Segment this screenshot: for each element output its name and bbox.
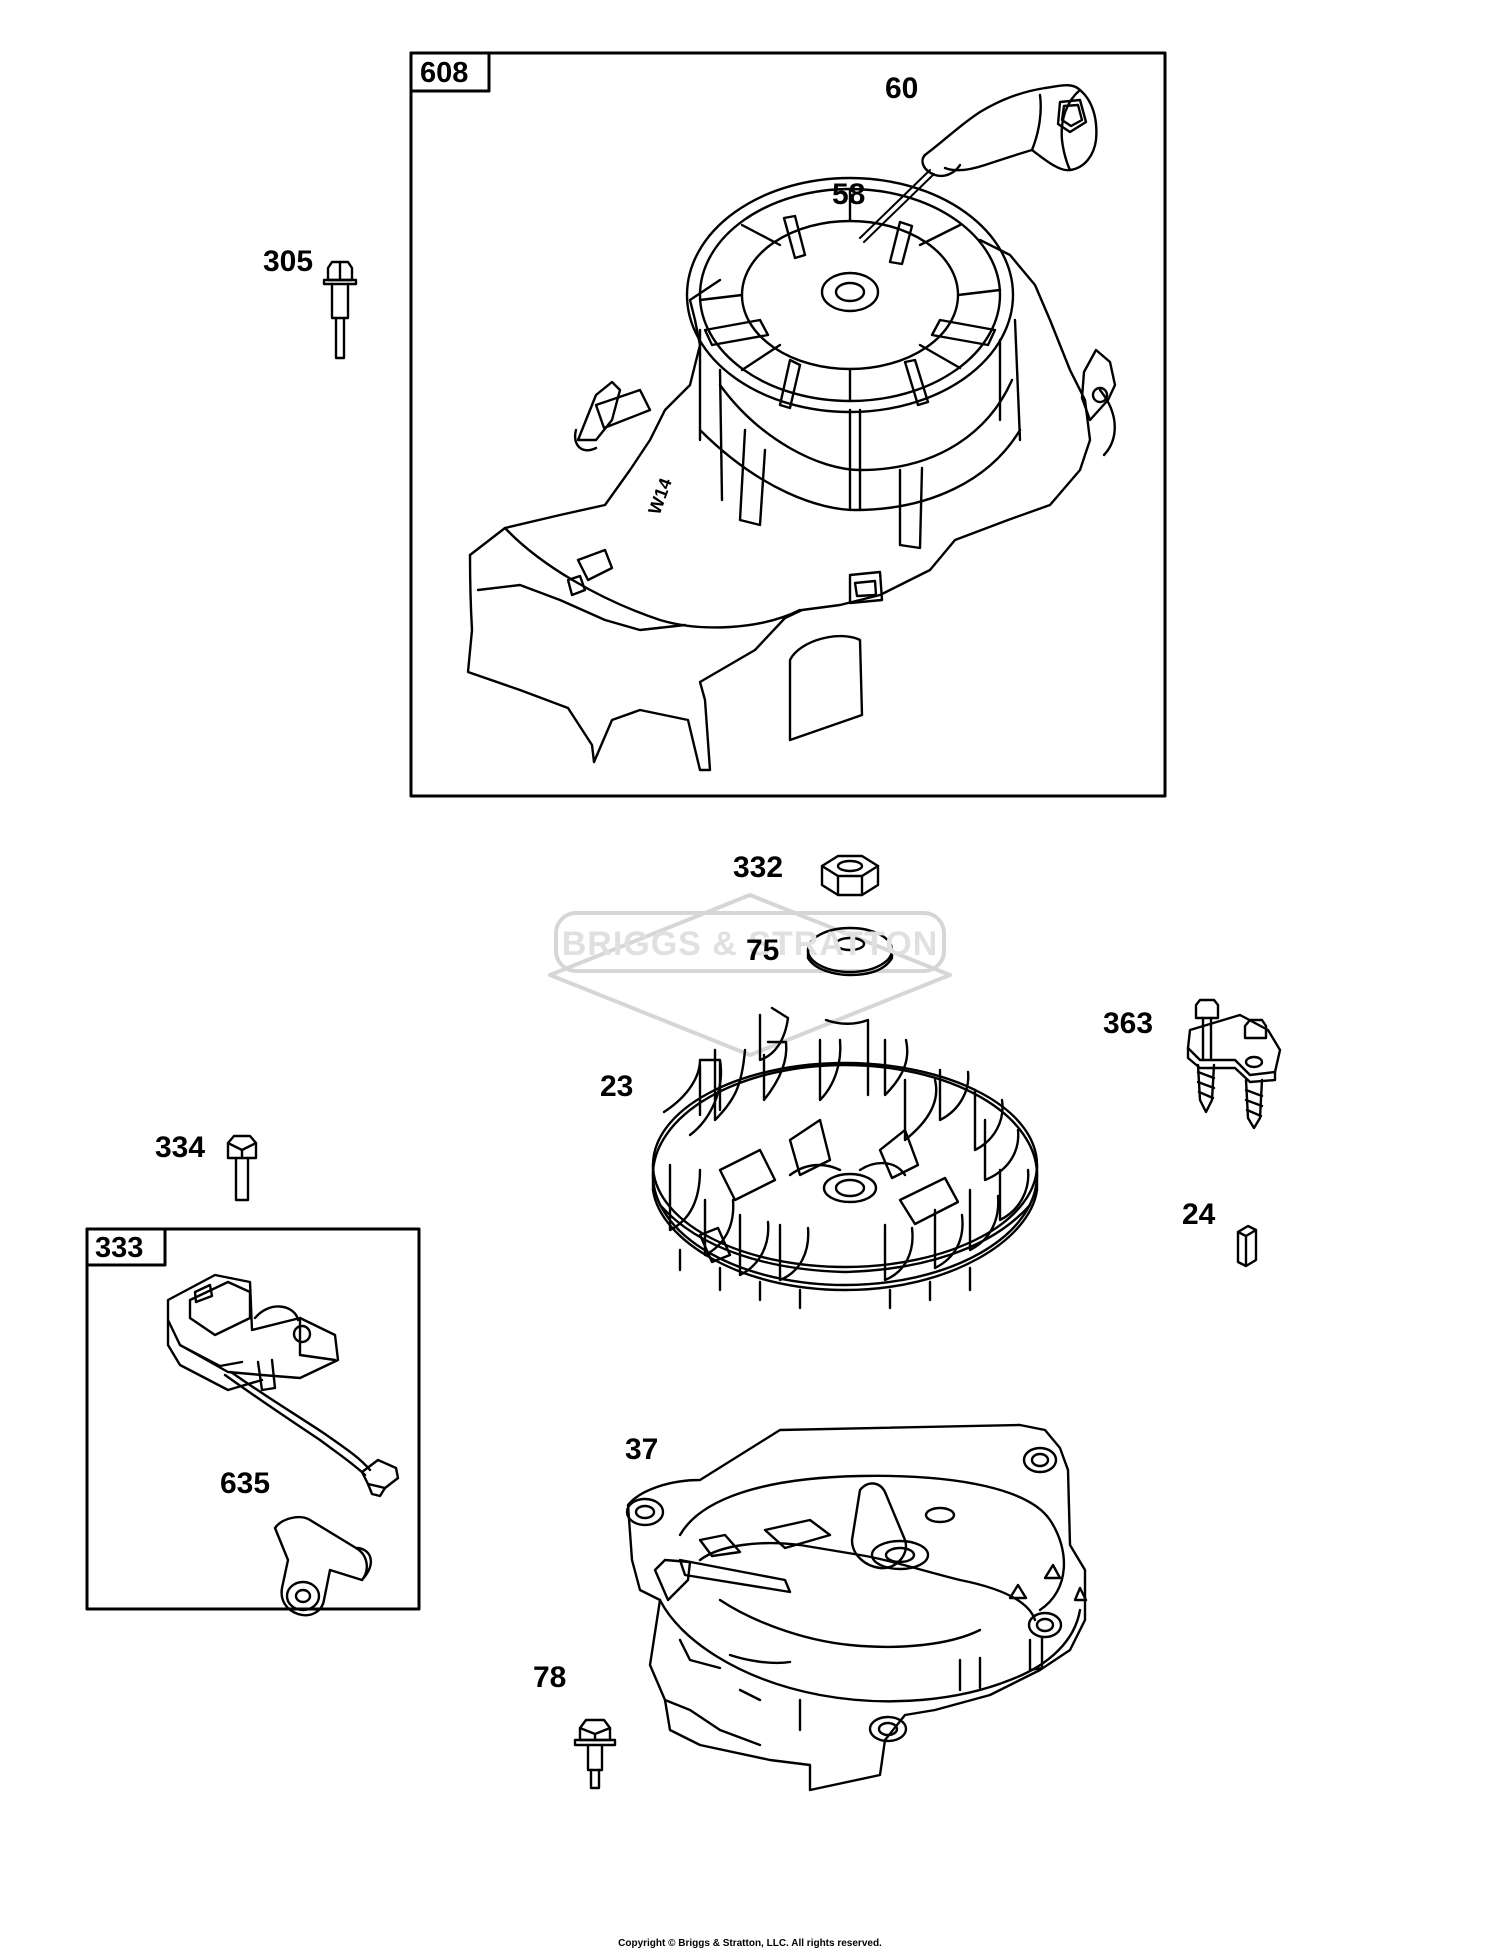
callout-635: 635 bbox=[220, 1467, 271, 1500]
ignition-armature-icon bbox=[166, 1273, 400, 1498]
callout-363: 363 bbox=[1103, 1007, 1154, 1040]
callout-37: 37 bbox=[625, 1433, 659, 1466]
ground-bracket-363-icon bbox=[1186, 998, 1282, 1130]
bolt-334-icon bbox=[226, 1134, 258, 1202]
copyright-notice: Copyright © Briggs & Stratton, LLC. All … bbox=[618, 1938, 882, 1949]
washer-75-icon bbox=[806, 926, 894, 977]
briggs-watermark bbox=[548, 893, 952, 1057]
callout-60: 60 bbox=[885, 72, 919, 105]
bolt-78-icon bbox=[573, 1718, 617, 1790]
starter-handle-icon bbox=[921, 84, 1098, 178]
box-tag-608 bbox=[409, 51, 491, 93]
assembly-box-333 bbox=[85, 1227, 421, 1611]
starter-rope-icon bbox=[859, 169, 935, 243]
callout-332: 332 bbox=[733, 851, 784, 884]
flywheel-icon bbox=[651, 1006, 1039, 1310]
box-tag-333 bbox=[85, 1227, 167, 1267]
box-label-608: 608 bbox=[420, 57, 469, 89]
watermark-text: BRIGGS & STRATTON bbox=[561, 925, 939, 963]
bolt-305-icon bbox=[322, 260, 358, 360]
blower-housing-icon bbox=[625, 1423, 1088, 1792]
flywheel-key-24-icon bbox=[1236, 1224, 1258, 1268]
nut-332-icon bbox=[820, 854, 880, 897]
callout-58: 58 bbox=[832, 178, 866, 211]
assembly-box-608 bbox=[409, 51, 1167, 798]
callout-305: 305 bbox=[263, 245, 314, 278]
callout-23: 23 bbox=[600, 1070, 634, 1103]
callout-334: 334 bbox=[155, 1131, 206, 1164]
spark-plug-boot-icon bbox=[273, 1516, 373, 1617]
box-label-333: 333 bbox=[95, 1232, 144, 1264]
recoil-starter-icon bbox=[466, 176, 1117, 772]
callout-75: 75 bbox=[746, 934, 780, 967]
callout-24: 24 bbox=[1182, 1198, 1216, 1231]
callout-78: 78 bbox=[533, 1661, 567, 1694]
